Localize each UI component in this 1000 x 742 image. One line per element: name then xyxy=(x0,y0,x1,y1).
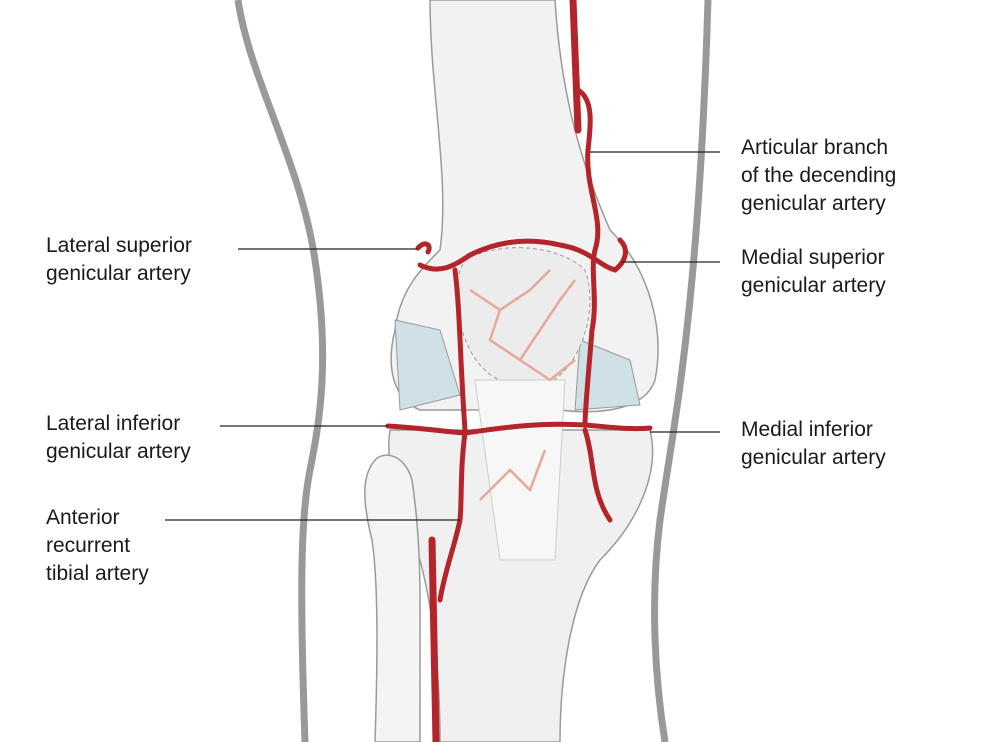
label-anterior-recurrent: Anterior recurrent tibial artery xyxy=(46,504,149,588)
label-line: recurrent xyxy=(46,534,131,557)
leg-outline-right xyxy=(651,0,712,742)
label-lateral-superior: Lateral superior genicular artery xyxy=(46,232,192,288)
label-line: genicular artery xyxy=(741,274,886,297)
label-line: Lateral inferior xyxy=(46,412,181,435)
label-line: Medial inferior xyxy=(741,418,873,441)
arteries xyxy=(385,0,653,742)
label-lateral-inferior: Lateral inferior genicular artery xyxy=(46,410,191,466)
label-line: tibial artery xyxy=(46,562,149,585)
fibula xyxy=(364,454,421,742)
anterior-tibial-artery xyxy=(428,536,440,742)
superior-arch xyxy=(417,238,618,273)
medial-superior-artery xyxy=(612,237,628,273)
label-line: Articular branch xyxy=(741,136,889,159)
inferior-arch xyxy=(385,421,653,436)
leader-lines xyxy=(165,151,720,521)
label-line: Lateral superior xyxy=(46,234,192,257)
label-medial-inferior: Medial inferior genicular artery xyxy=(741,416,886,472)
leg-outline-left xyxy=(234,0,327,742)
medial-inferior-lower xyxy=(582,427,613,523)
meniscus-lateral xyxy=(394,319,461,411)
label-articular-branch: Articular branch of the decending genicu… xyxy=(741,134,896,218)
label-medial-superior: Medial superior genicular artery xyxy=(741,244,886,300)
label-line: genicular artery xyxy=(46,262,191,285)
lateral-vertical xyxy=(452,267,468,433)
descending-genicular-artery xyxy=(575,87,601,428)
label-line: genicular artery xyxy=(741,446,886,469)
femoral-artery xyxy=(569,0,582,134)
lateral-superior-artery xyxy=(415,241,432,255)
label-line: Medial superior xyxy=(741,246,885,269)
fine-arterial-network xyxy=(469,269,576,501)
patella xyxy=(455,247,591,388)
label-line: of the decending xyxy=(741,164,897,187)
label-line: Anterior xyxy=(46,506,120,529)
label-line: genicular artery xyxy=(741,192,886,215)
label-line: genicular artery xyxy=(46,440,191,463)
